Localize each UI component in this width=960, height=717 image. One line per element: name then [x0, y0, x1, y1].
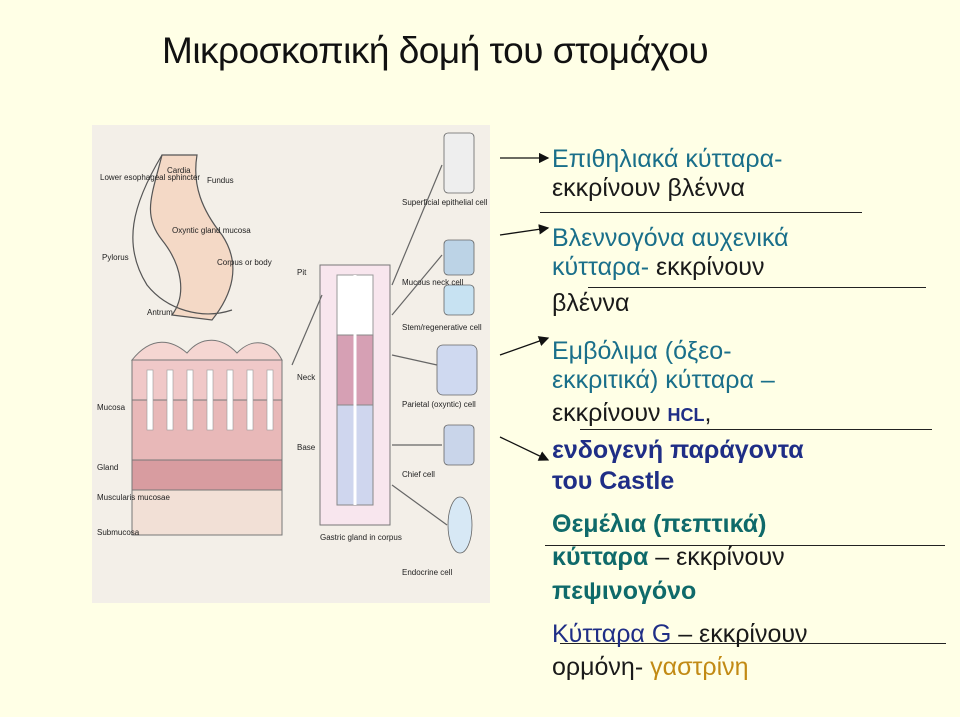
mucous-neck-line3: βλέννα — [552, 289, 630, 317]
mucosa-block-drawing — [130, 339, 283, 536]
label-lower-esophageal-sphincter: Lower esophageal sphincter — [100, 173, 200, 182]
label-endocrine-cell: Endocrine cell — [402, 568, 452, 577]
label-stem-cell: Stem/regenerative cell — [402, 323, 482, 332]
mucous-neck-line1: Βλεννογόνα αυχενικά — [552, 224, 789, 252]
parietal-line3: εκκρίνουν HCL, — [552, 399, 712, 427]
connector-arrows — [499, 152, 550, 461]
label-pylorus: Pylorus — [102, 253, 129, 262]
g-cells-line1: Κύτταρα G – εκκρίνουν — [552, 620, 808, 648]
figure-arrows — [291, 164, 448, 526]
stomach-histology-figure: Lower esophageal sphincter Cardia Fundus… — [92, 125, 490, 603]
stomach-outline-drawing — [132, 154, 234, 321]
divider — [545, 545, 945, 546]
parietal-line5: του Castle — [552, 467, 675, 495]
label-muscularis: Muscularis mucosae — [97, 493, 170, 502]
mucous-neck-line2: κύτταρα- εκκρίνουν — [552, 253, 765, 281]
label-oxyntic: Oxyntic gland mucosa — [172, 226, 251, 235]
label-gland: Gland — [97, 463, 118, 472]
label-fundus: Fundus — [207, 176, 234, 185]
label-superficial-cell: Superficial epithelial cell — [402, 198, 488, 207]
epithelial-line1: Επιθηλιακά κύτταρα- — [552, 145, 783, 173]
gastric-gland-drawing — [319, 264, 391, 526]
label-antrum: Antrum — [147, 308, 173, 317]
label-gastric-gland: Gastric gland in corpus — [320, 533, 402, 542]
label-chief-cell: Chief cell — [402, 470, 435, 479]
epithelial-line2: εκκρίνουν βλέννα — [552, 174, 745, 202]
label-mucous-neck-cell: Mucous neck cell — [402, 278, 464, 287]
label-submucosa: Submucosa — [97, 528, 140, 537]
label-parietal-cell: Parietal (oxyntic) cell — [402, 400, 476, 409]
g-cells-line2: ορμόνη- γαστρίνη — [552, 653, 749, 681]
parietal-line1: Εμβόλιμα (όξεο- — [552, 337, 732, 365]
label-base: Base — [297, 443, 316, 452]
chief-line2: κύτταρα – εκκρίνουν — [552, 543, 785, 571]
divider — [580, 429, 932, 430]
parietal-line4: ενδογενή παράγοντα — [552, 436, 804, 464]
divider — [560, 643, 946, 644]
divider — [588, 287, 926, 288]
parietal-line2: εκκριτικά) κύτταρα – — [552, 366, 775, 394]
label-corpus: Corpus or body — [217, 258, 272, 267]
label-neck: Neck — [297, 373, 316, 382]
page-title: Μικροσκοπική δομή του στομάχου — [162, 30, 709, 71]
chief-line3: πεψινογόνο — [552, 577, 697, 605]
chief-line1: Θεμέλια (πεπτικά) — [552, 510, 767, 538]
divider — [540, 212, 862, 213]
label-pit: Pit — [297, 268, 307, 277]
cell-drawings — [436, 132, 478, 554]
label-mucosa: Mucosa — [97, 403, 126, 412]
label-cardia: Cardia — [167, 166, 191, 175]
